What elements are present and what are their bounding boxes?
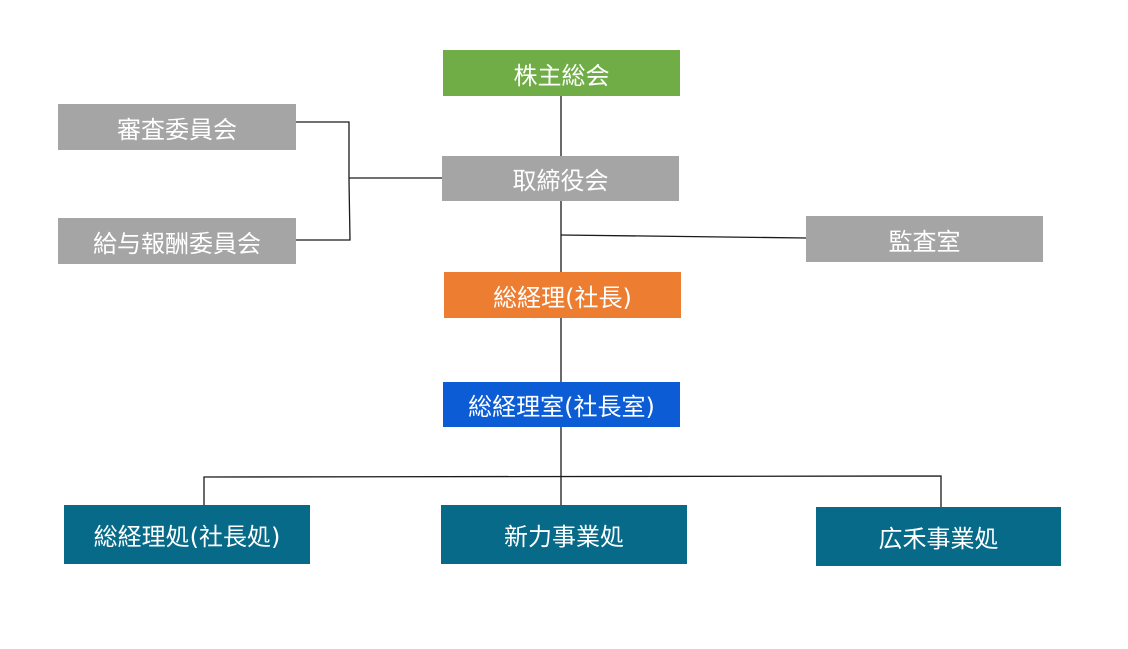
- node-shareholders-meeting: 株主総会: [443, 50, 680, 96]
- node-shinriki-division: 新力事業処: [441, 505, 687, 564]
- node-board-of-directors: 取締役会: [442, 156, 679, 201]
- edge-board-audit: [560, 234, 807, 239]
- edge-review-committee: [296, 121, 350, 180]
- node-review-committee: 審査委員会: [58, 104, 296, 150]
- node-president-office: 総経理室(社長室): [443, 382, 680, 427]
- node-kouwa-division: 広禾事業処: [816, 507, 1061, 566]
- node-compensation-committee: 給与報酬委員会: [58, 218, 296, 264]
- edge-compensation-committee: [296, 179, 351, 241]
- node-president-division: 総経理処(社長処): [64, 505, 310, 564]
- edge-division-bar: [203, 475, 942, 508]
- node-president: 総経理(社長): [444, 272, 681, 318]
- node-audit-office: 監査室: [806, 216, 1043, 262]
